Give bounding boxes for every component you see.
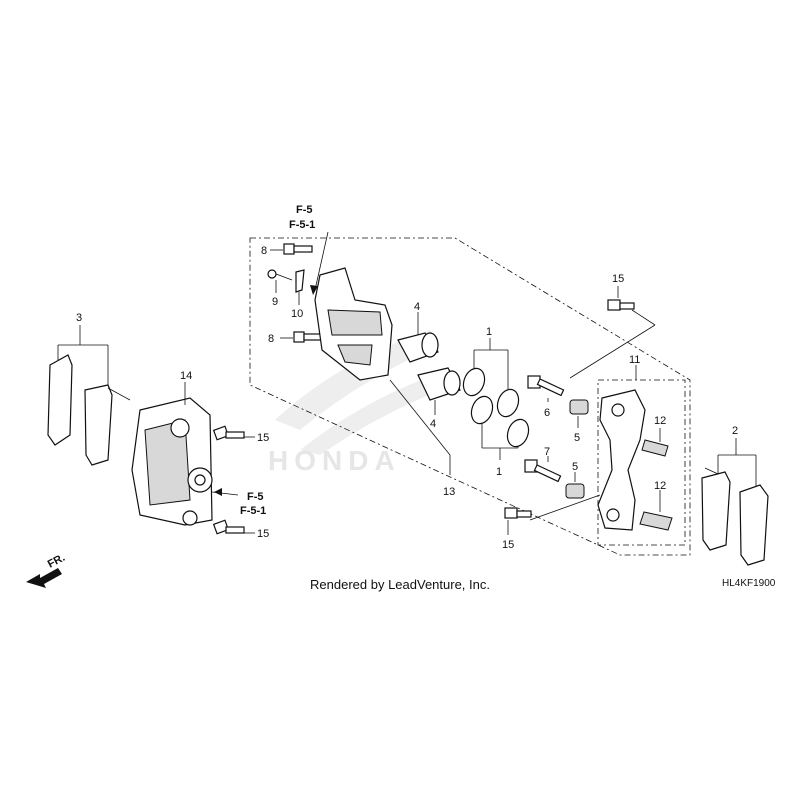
callout-15-c: 15 bbox=[612, 273, 624, 285]
callout-6: 6 bbox=[544, 407, 550, 419]
ref-side-f51: F-5-1 bbox=[240, 505, 266, 517]
assembly-outline bbox=[249, 237, 691, 556]
bolt-8-lower bbox=[293, 331, 323, 343]
seal-ring-lower-b bbox=[506, 418, 530, 448]
callout-14: 14 bbox=[180, 370, 192, 382]
callout-11: 11 bbox=[629, 354, 640, 366]
honda-watermark: HONDA bbox=[268, 330, 455, 476]
callout-1-b: 1 bbox=[496, 466, 502, 478]
callout-7: 7 bbox=[544, 446, 550, 458]
callout-12-a: 12 bbox=[654, 415, 666, 427]
callout-15-a: 15 bbox=[257, 432, 269, 444]
ref-top-f51: F-5-1 bbox=[289, 219, 315, 231]
bolt-15-lower bbox=[212, 519, 245, 535]
callout-5-b: 5 bbox=[572, 461, 578, 473]
callout-4-a: 4 bbox=[414, 301, 420, 313]
watermark-text: HONDA bbox=[268, 445, 401, 476]
diagram-code: HL4KF1900 bbox=[722, 578, 776, 589]
slide-pin-7 bbox=[524, 459, 562, 483]
callout-10: 10 bbox=[291, 308, 303, 320]
ref-side-f5: F-5 bbox=[247, 491, 264, 503]
callout-5-a: 5 bbox=[574, 432, 580, 444]
bolt-15-upper bbox=[212, 425, 245, 441]
callout-15-b: 15 bbox=[257, 528, 269, 540]
caliper-body bbox=[314, 267, 393, 381]
seal-ring-upper-a bbox=[462, 367, 486, 397]
callout-15-d: 15 bbox=[502, 539, 514, 551]
caliper-assembly bbox=[131, 397, 213, 526]
callout-9: 9 bbox=[272, 296, 278, 308]
seal-ring-upper-b bbox=[496, 388, 520, 418]
bolt-15-top-right bbox=[607, 299, 635, 311]
slide-pin-6 bbox=[527, 375, 565, 397]
callout-4-b: 4 bbox=[430, 418, 436, 430]
bolt-8-upper bbox=[283, 243, 313, 255]
piston-upper bbox=[397, 332, 439, 363]
pin-9 bbox=[267, 269, 293, 281]
callout-1-a: 1 bbox=[486, 326, 492, 338]
bolt-15-bottom-right bbox=[504, 507, 532, 519]
callout-12-b: 12 bbox=[654, 480, 666, 492]
ref-top-f5: F-5 bbox=[296, 204, 313, 216]
retainer-12-upper bbox=[641, 439, 669, 457]
boot-5-upper bbox=[569, 399, 589, 415]
piston-lower bbox=[417, 367, 461, 401]
brake-pad-set-right bbox=[701, 467, 769, 566]
clip-10 bbox=[295, 269, 305, 293]
direction-label: FR. bbox=[46, 552, 67, 571]
callout-8-b: 8 bbox=[268, 333, 274, 345]
caliper-bracket bbox=[597, 389, 646, 531]
seal-ring-lower-a bbox=[470, 395, 494, 425]
callout-8-a: 8 bbox=[261, 245, 267, 257]
credit-text: Rendered by LeadVenture, Inc. bbox=[310, 577, 490, 592]
callout-2: 2 bbox=[732, 425, 738, 437]
bracket-outline bbox=[597, 379, 686, 546]
retainer-12-lower bbox=[639, 511, 673, 531]
callout-13: 13 bbox=[443, 486, 455, 498]
boot-5-lower bbox=[565, 483, 585, 499]
brake-pad-set-left bbox=[47, 354, 131, 466]
callout-3: 3 bbox=[76, 312, 82, 324]
